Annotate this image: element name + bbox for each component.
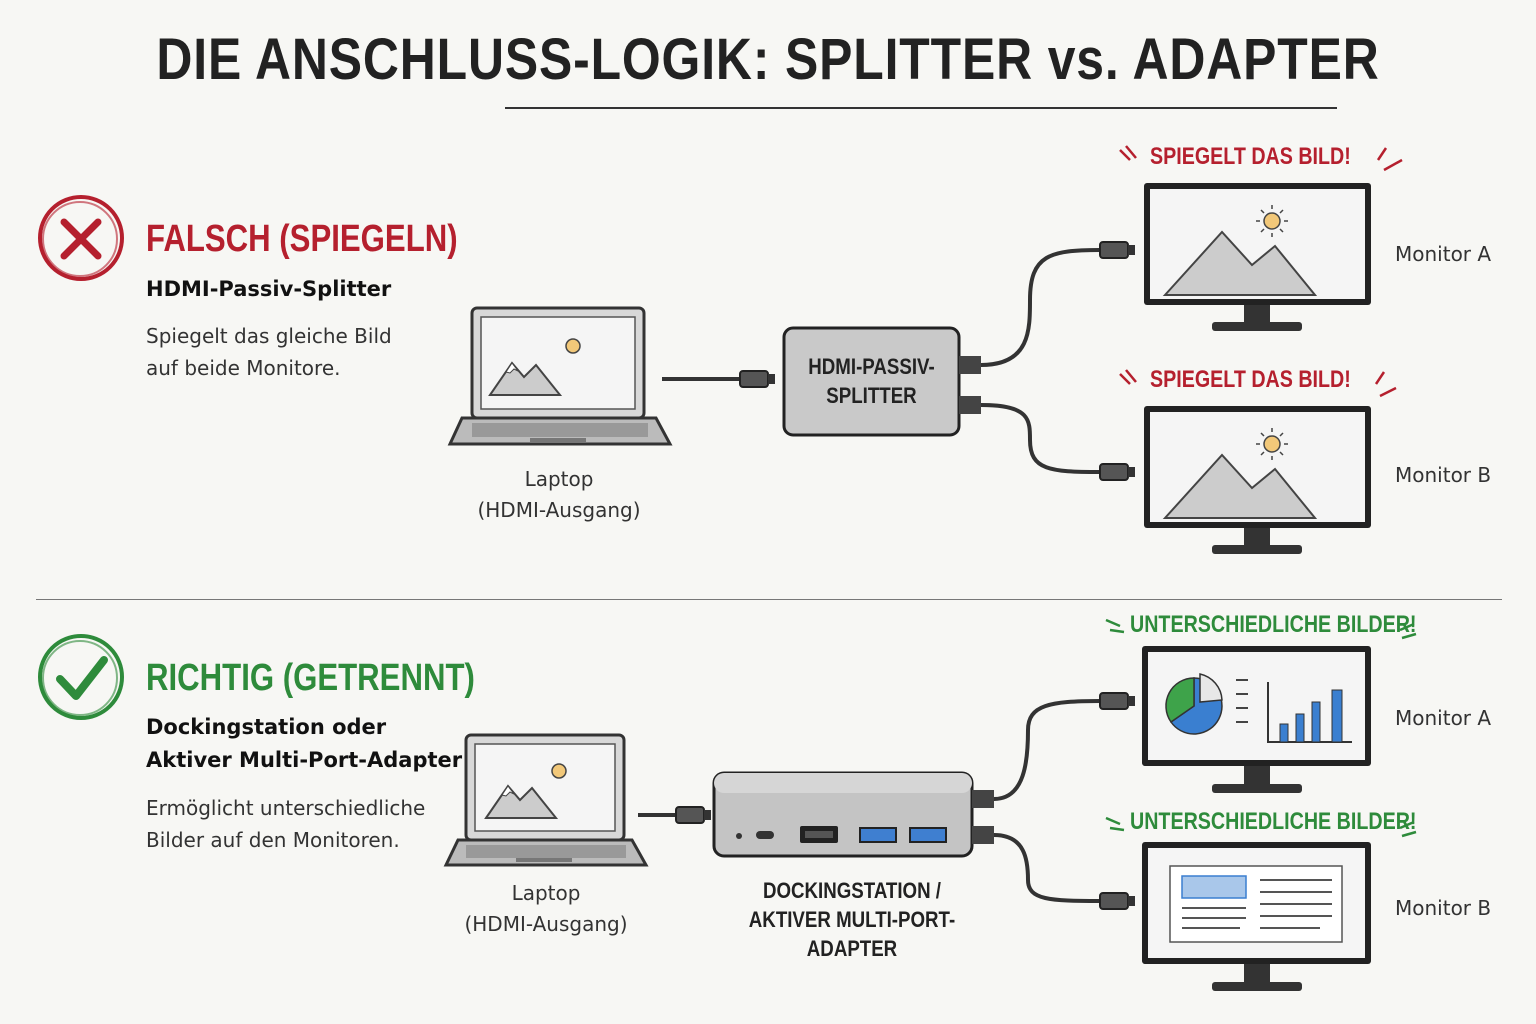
right-device-name-line: Dockingstation oder: [146, 715, 387, 739]
right-device-name-line: Aktiver Multi-Port-Adapter: [146, 748, 463, 772]
verdict-wrong: FALSCH (SPIEGELN): [146, 218, 458, 260]
splitter-label-line: SPLITTER: [826, 383, 917, 408]
x-circle-icon: [38, 195, 124, 281]
section-divider: [36, 599, 1502, 600]
title-underline: [505, 107, 1337, 109]
monitor-a-label-top: Monitor A: [1395, 242, 1492, 266]
laptop-label-line: (HDMI-Ausgang): [477, 498, 641, 522]
callout-mirror-a: SPIEGELT DAS BILD!: [1150, 143, 1351, 170]
wrong-description-line: auf beide Monitore.: [146, 356, 341, 380]
monitor-b-label-top: Monitor B: [1395, 463, 1492, 487]
splitter-label-line: HDMI-PASSIV-: [808, 354, 935, 379]
callout-different-a: UNTERSCHIEDLICHE BILDER!: [1130, 611, 1417, 638]
monitor-icon: [1144, 406, 1371, 554]
verdict-right: RICHTIG (GETRENNT): [146, 657, 475, 699]
laptop-icon: [443, 733, 649, 867]
splitter-label: HDMI-PASSIV- SPLITTER: [797, 352, 946, 410]
monitor-icon: [1142, 646, 1371, 793]
right-description-line: Bilder auf den Monitoren.: [146, 828, 400, 852]
dock-label-line: DOCKINGSTATION /: [763, 878, 941, 903]
laptop-label-bottom: Laptop (HDMI-Ausgang): [446, 878, 646, 940]
right-description-line: Ermöglicht unterschiedliche: [146, 796, 426, 820]
laptop-icon: [447, 306, 673, 446]
bar-chart-icon: [1267, 682, 1352, 743]
right-description: Ermöglicht unterschiedliche Bilder auf d…: [146, 792, 425, 856]
dock-label: DOCKINGSTATION / AKTIVER MULTI-PORT-ADAP…: [706, 876, 998, 963]
right-device-name: Dockingstation oder Aktiver Multi-Port-A…: [146, 711, 462, 777]
wrong-description-line: Spiegelt das gleiche Bild: [146, 324, 392, 348]
dock-label-line: AKTIVER MULTI-PORT-ADAPTER: [748, 907, 956, 961]
monitor-icon: [1142, 842, 1371, 991]
callout-mirror-b: SPIEGELT DAS BILD!: [1150, 366, 1351, 393]
callout-different-b: UNTERSCHIEDLICHE BILDER!: [1130, 808, 1417, 835]
laptop-label-line: Laptop: [524, 467, 594, 491]
laptop-label-line: Laptop: [511, 881, 581, 905]
check-circle-icon: [38, 634, 124, 720]
wrong-device-name: HDMI-Passiv-Splitter: [146, 277, 392, 301]
pie-chart-icon: [1165, 673, 1223, 735]
docking-station-icon: [712, 771, 994, 858]
laptop-label-top: Laptop (HDMI-Ausgang): [458, 464, 660, 526]
hdmi-splitter-icon: [782, 326, 981, 437]
laptop-label-line: (HDMI-Ausgang): [464, 912, 628, 936]
monitor-icon: [1144, 183, 1371, 331]
monitor-b-label-bottom: Monitor B: [1395, 896, 1492, 920]
wrong-description: Spiegelt das gleiche Bild auf beide Moni…: [146, 320, 392, 384]
monitor-a-label-bottom: Monitor A: [1395, 706, 1492, 730]
page-title: DIE ANSCHLUSS-LOGIK: SPLITTER vs. ADAPTE…: [156, 27, 1380, 92]
